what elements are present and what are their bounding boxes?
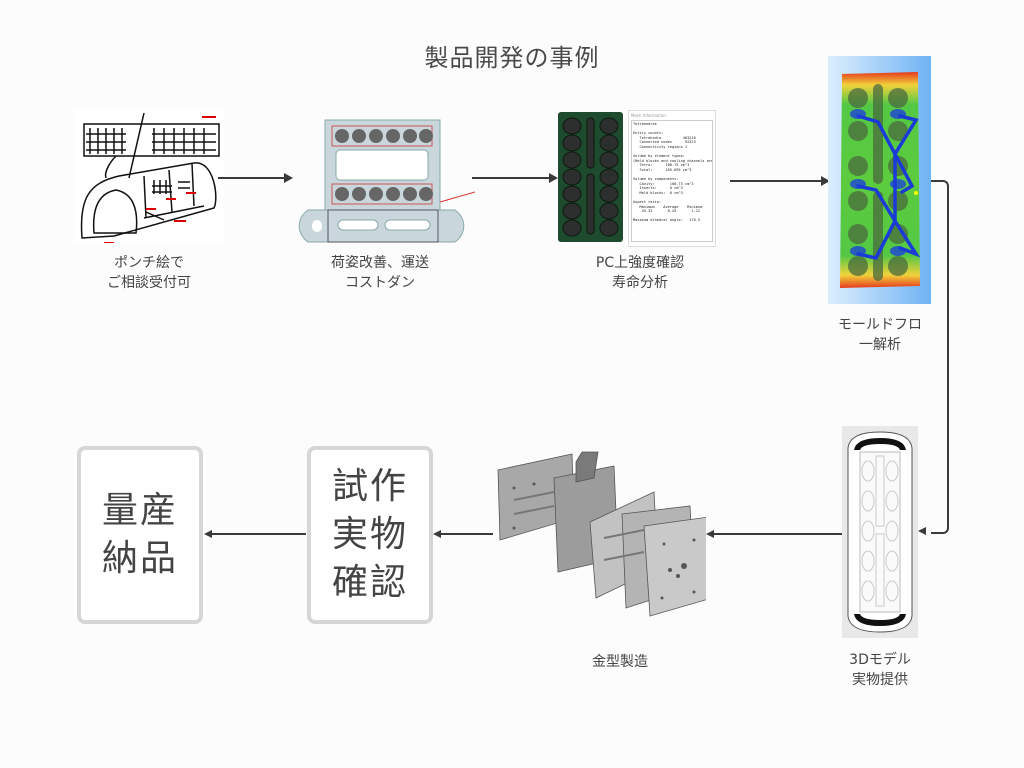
- prototype-box: 試作 実物 確認: [307, 446, 433, 624]
- mesh-info-window: Mesh Information Tetrahedras Entity coun…: [628, 110, 716, 247]
- mesh-info-window-title: Mesh Information: [631, 113, 666, 118]
- moldflow-simulation-drawing: [840, 72, 921, 288]
- step-caption-strength: PC上強度確認 寿命分析: [595, 255, 685, 291]
- flow-arrow-7: [212, 533, 306, 535]
- arrow-head-icon: [284, 173, 293, 183]
- model3d-image: [842, 426, 918, 638]
- exploded-mold-drawing: [497, 451, 717, 617]
- flow-arrow-5: [714, 533, 842, 535]
- arrow-head-icon: [821, 176, 830, 186]
- step-caption-sketch: ポンチ絵で ご相談受付可: [107, 255, 191, 291]
- flow-arrow-6: [441, 533, 493, 535]
- step-label-prototype: 試作 実物 確認: [331, 466, 408, 603]
- arrow-head-icon: [433, 530, 441, 538]
- sketch-image: [74, 108, 224, 243]
- flow-arrow-1: [218, 177, 284, 179]
- arrow-head-icon: [918, 527, 926, 535]
- mold-image: [494, 448, 717, 618]
- page-title: 製品開発の事例: [424, 44, 600, 72]
- step-caption-packaging: 荷姿改善、運送 コストダン: [331, 255, 429, 291]
- step-caption-moldflow: モールドフロ 一解析: [838, 317, 922, 353]
- step-caption-mold: 金型製造: [592, 654, 648, 670]
- flow-arrow-2: [472, 177, 549, 179]
- flow-arrow-3: [730, 180, 821, 182]
- moldflow-image: [828, 56, 931, 304]
- arrow-head-icon: [549, 173, 558, 183]
- hand-sketch-drawing: [80, 112, 220, 243]
- mass-production-box: 量産 納品: [77, 446, 203, 624]
- step-label-mass-production: 量産 納品: [101, 490, 178, 579]
- packaging-tray-drawing: [298, 119, 476, 243]
- arrow-head-icon: [706, 530, 714, 538]
- mesh-info-text: Tetrahedras Entity counts: Tetrahedra 40…: [631, 120, 713, 242]
- roller-model-drawing: [847, 431, 913, 633]
- step-caption-model3d: 3Dモデル 実物提供: [849, 652, 911, 688]
- mesh-model-image: [558, 112, 623, 242]
- flow-connector-right: [931, 180, 949, 534]
- arrow-head-icon: [204, 530, 212, 538]
- green-mesh-drawing: [562, 117, 619, 237]
- packaging-image: [290, 112, 476, 247]
